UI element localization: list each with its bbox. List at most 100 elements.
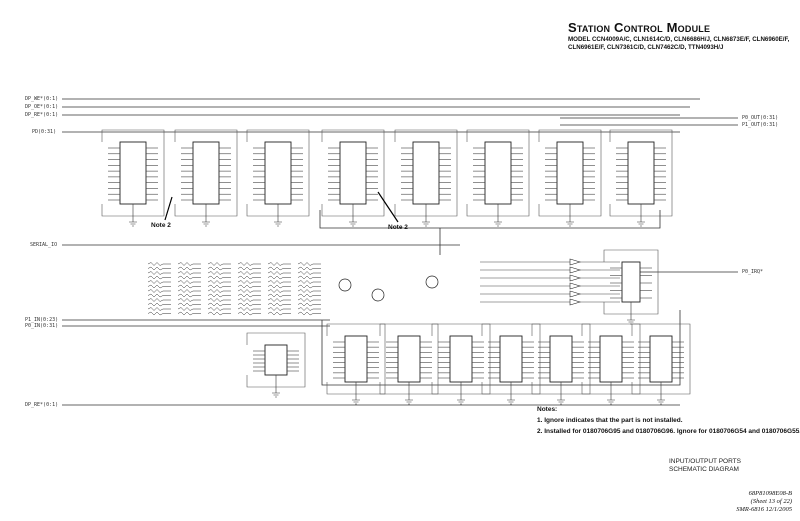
buffer-gate [569, 290, 582, 298]
resistor [207, 262, 231, 266]
chip-wiring [174, 129, 238, 217]
buffer-gate [569, 258, 582, 266]
ground-icon [352, 399, 360, 405]
resistor [207, 289, 231, 293]
buffer-gate [569, 282, 582, 290]
resistor [207, 266, 231, 271]
resistor [147, 289, 171, 293]
signal-label-p0-irq: P0_IRQ* [742, 269, 764, 275]
resistor [267, 298, 291, 302]
mux-chip [264, 344, 288, 376]
transistor [425, 275, 439, 289]
input-buffer-chip [499, 335, 523, 383]
ground-icon [129, 221, 137, 227]
output-latch-chip [119, 141, 147, 205]
resistor [267, 275, 291, 280]
resistor [177, 307, 201, 311]
doc-sheet: (Sheet 13 of 22) [750, 498, 792, 505]
chip-wiring [379, 323, 439, 395]
note2-callout: Note 2 [388, 224, 408, 231]
chip-wiring [538, 129, 602, 217]
signal-label-p1-out: P1_OUT(0:31) [742, 122, 779, 128]
ground-icon [405, 399, 413, 405]
resistor [297, 289, 321, 293]
transistor [371, 288, 385, 302]
chip-wiring [481, 323, 541, 395]
resistor [147, 298, 171, 302]
caption-line: INPUT/OUTPUT PORTS [669, 458, 741, 465]
resistor [177, 262, 201, 266]
resistor [207, 271, 231, 275]
resistor [207, 311, 231, 316]
ground-icon [494, 221, 502, 227]
buffer-gate [569, 298, 582, 306]
chip-wiring [431, 323, 491, 395]
resistor [237, 275, 261, 280]
input-buffer-chip [449, 335, 473, 383]
resistor [177, 298, 201, 302]
resistor [147, 284, 171, 289]
resistor [147, 275, 171, 280]
resistor [237, 307, 261, 311]
resistor [297, 271, 321, 275]
ground-icon [566, 221, 574, 227]
resistor [177, 275, 201, 280]
buffer-gate [569, 274, 582, 282]
resistor [237, 271, 261, 275]
signal-label-serial-io: SERIAL_IO [30, 242, 58, 248]
resistor [147, 311, 171, 316]
signal-label-p0-in: P0_IN(0:31) [25, 323, 59, 329]
ground-icon [272, 392, 280, 398]
signal-label-dp-re-bottom: DP_RE*(0:1) [25, 402, 59, 408]
chip-wiring [531, 323, 591, 395]
resistor [297, 307, 321, 311]
resistor [207, 293, 231, 298]
signal-label-dp-oe: DP_OE*(0:1) [25, 104, 59, 110]
resistor [297, 311, 321, 316]
output-latch-chip [556, 141, 584, 205]
input-buffer-chip [599, 335, 623, 383]
resistor [237, 284, 261, 289]
document-reference: 68P81098E08-B (Sheet 13 of 22) SMR-6816 … [736, 490, 792, 514]
resistor [177, 293, 201, 298]
output-latch-chip [339, 141, 367, 205]
resistor [267, 266, 291, 271]
notes-block: Notes: 1. Ignore indicates that the part… [537, 404, 800, 437]
resistor [177, 302, 201, 307]
diagram-caption: INPUT/OUTPUT PORTS SCHEMATIC DIAGRAM [669, 458, 741, 474]
resistor [297, 262, 321, 266]
resistor [147, 302, 171, 307]
resistor [297, 298, 321, 302]
resistor [297, 293, 321, 298]
ground-icon [202, 221, 210, 227]
output-latch-chip [264, 141, 292, 205]
chip-wiring [603, 249, 659, 315]
model-list-line: CLN6961E/F, CLN7361C/D, CLN7462C/D, TTN4… [568, 44, 724, 51]
doc-smr-date: SMR-6816 12/1/2005 [736, 506, 792, 513]
resistor [267, 311, 291, 316]
signal-label-pd: PD(0:31) [32, 129, 57, 135]
resistor [237, 298, 261, 302]
resistor [237, 302, 261, 307]
resistor [177, 271, 201, 275]
resistor [237, 289, 261, 293]
resistor [147, 307, 171, 311]
chip-wiring [326, 323, 386, 395]
resistor [267, 271, 291, 275]
resistor [207, 275, 231, 280]
input-buffer-chip [549, 335, 573, 383]
resistor [267, 289, 291, 293]
resistor [297, 302, 321, 307]
output-latch-chip [412, 141, 440, 205]
transistor [338, 278, 352, 292]
resistor [297, 284, 321, 289]
resistor [207, 302, 231, 307]
output-latch-chip [627, 141, 655, 205]
chip-wiring [581, 323, 641, 395]
chip-wiring [246, 129, 310, 217]
chip-wiring [321, 129, 385, 217]
note-item: 1. Ignore indicates that the part is not… [537, 417, 683, 424]
ground-icon [274, 221, 282, 227]
chip-wiring [609, 129, 673, 217]
